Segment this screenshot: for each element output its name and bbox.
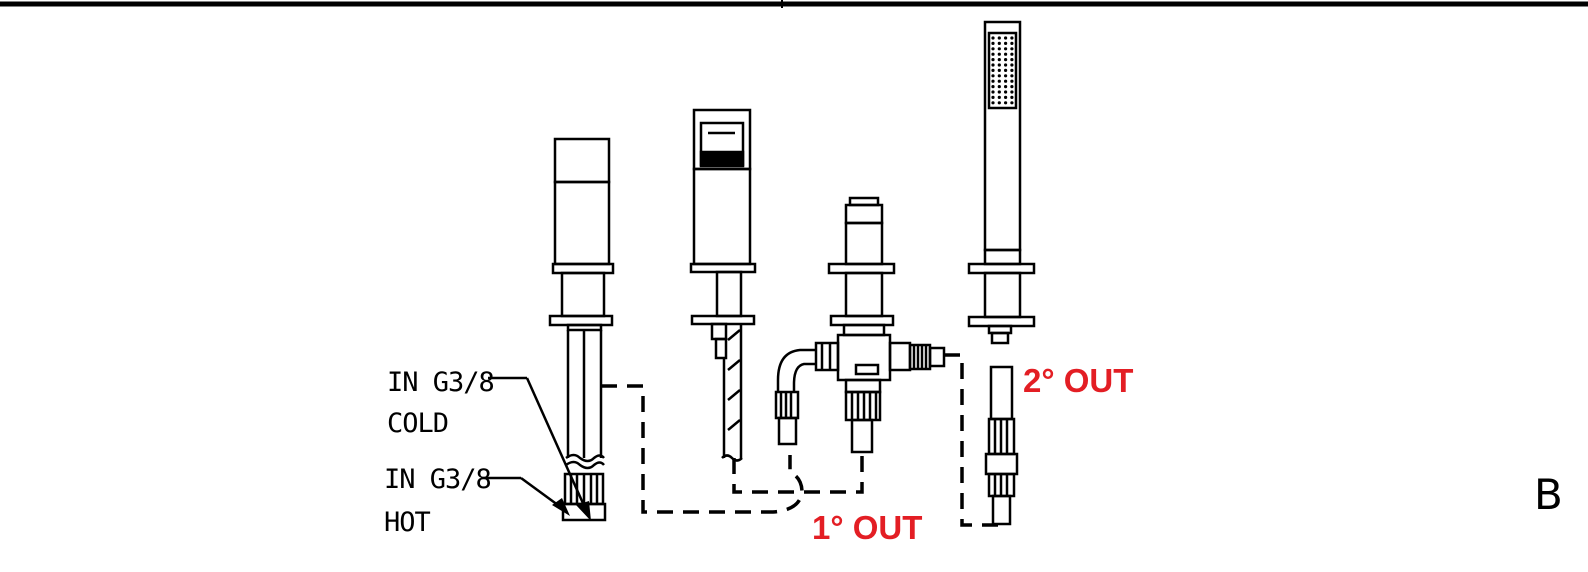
cold-inlet-label: IN G3/8	[387, 367, 494, 398]
sheet-letter: B	[1534, 470, 1563, 519]
spray-hole	[1010, 95, 1014, 99]
spray-hole	[991, 47, 995, 51]
hose-mixer-to-diverter	[601, 384, 804, 514]
spray-hole	[1004, 47, 1008, 51]
hot-label: HOT	[384, 507, 431, 538]
spray-hole	[997, 85, 1001, 89]
spray-hole	[997, 79, 1001, 83]
spray-hole	[1010, 74, 1014, 78]
hand-shower	[967, 20, 1036, 526]
spray-hole	[997, 63, 1001, 67]
spray-hole	[997, 90, 1001, 94]
spray-hole	[997, 52, 1001, 56]
spray-hole	[1004, 90, 1008, 94]
spray-hole	[991, 101, 995, 105]
spray-hole	[991, 68, 995, 72]
hose-spout-to-diverter	[732, 452, 864, 494]
spray-hole	[991, 85, 995, 89]
diverter	[774, 196, 946, 454]
frame-border	[0, 0, 1588, 8]
spray-hole	[1004, 63, 1008, 67]
spray-hole	[1004, 74, 1008, 78]
spray-hole	[1010, 52, 1014, 56]
spray-hole	[1004, 41, 1008, 46]
spray-hole	[991, 74, 995, 78]
hot-inlet-label: IN G3/8	[384, 464, 491, 495]
leader-arrowheads	[552, 498, 591, 521]
spray-hole	[997, 41, 1001, 46]
spray-hole	[1004, 52, 1008, 56]
spray-hole	[997, 36, 1001, 40]
spray-holes	[991, 36, 1014, 105]
spray-hole	[1004, 101, 1008, 105]
second-outlet-label: 2° OUT	[1023, 362, 1133, 399]
spray-hole	[1004, 85, 1008, 89]
spray-hole	[1004, 95, 1008, 99]
spray-hole	[1010, 58, 1014, 62]
spray-hole	[1010, 101, 1014, 105]
spray-hole	[1010, 90, 1014, 94]
mixer-tap	[548, 137, 615, 522]
spray-hole	[1004, 36, 1008, 40]
spray-hole	[991, 36, 995, 40]
spray-hole	[991, 63, 995, 67]
spray-hole	[997, 58, 1001, 62]
spray-hole	[1004, 58, 1008, 62]
spout	[689, 108, 757, 462]
spray-hole	[991, 52, 995, 56]
spray-hole	[1010, 41, 1014, 46]
spray-hole	[1010, 79, 1014, 83]
spray-hole	[1010, 68, 1014, 72]
spray-hole	[1010, 85, 1014, 89]
spray-hole	[997, 68, 1001, 72]
dashed-hoses	[601, 353, 1002, 527]
spray-hole	[1010, 47, 1014, 51]
spray-hole	[991, 90, 995, 94]
spray-hole	[997, 101, 1001, 105]
spray-hole	[991, 95, 995, 99]
spray-hole	[1004, 79, 1008, 83]
spray-hole	[991, 41, 995, 46]
spray-hole	[997, 95, 1001, 99]
first-outlet-label: 1° OUT	[812, 509, 922, 546]
hose-diverter-to-shower	[944, 353, 1002, 527]
spray-hole	[991, 58, 995, 62]
spray-hole	[997, 74, 1001, 78]
spray-hole	[991, 79, 995, 83]
cold-label: COLD	[387, 408, 448, 439]
spray-hole	[997, 47, 1001, 51]
spray-hole	[1010, 63, 1014, 67]
spray-hole	[1004, 68, 1008, 72]
spray-hole	[1010, 36, 1014, 40]
